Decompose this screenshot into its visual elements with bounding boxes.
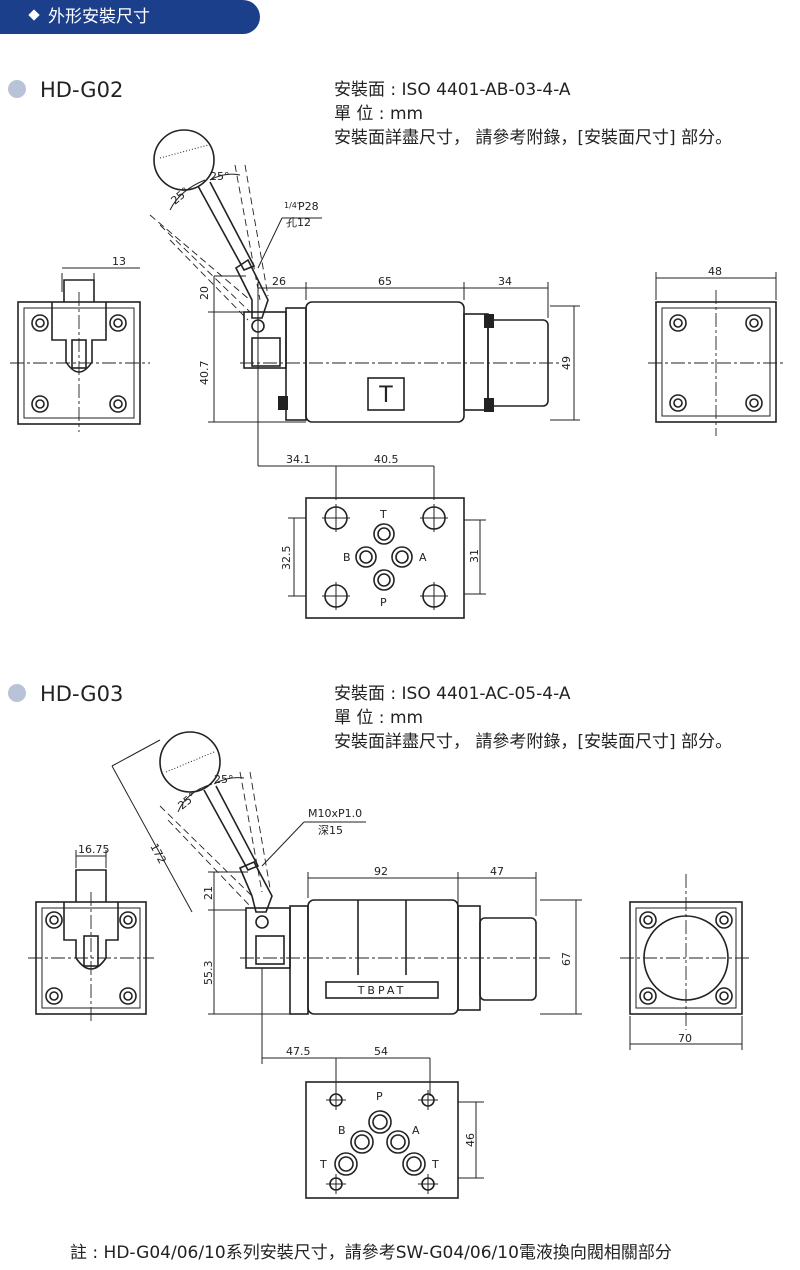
dim-34: 34 bbox=[498, 275, 512, 288]
port-note-size-g02: P28 bbox=[298, 200, 319, 213]
dim-55-3: 55.3 bbox=[202, 961, 215, 986]
dim-47-5: 47.5 bbox=[286, 1045, 311, 1058]
bullet-dot-icon bbox=[8, 80, 26, 98]
dim-31: 31 bbox=[468, 549, 481, 563]
dim-67: 67 bbox=[560, 952, 573, 966]
port-p-g03: P bbox=[376, 1090, 383, 1103]
g03-mounting-face: P B A T T 46 bbox=[305, 1081, 484, 1199]
port-note-depth-g02: 孔12 bbox=[286, 216, 311, 229]
port-note-size-g03: M10xP1.0 bbox=[308, 807, 362, 820]
g03-right-end-view: 70 bbox=[620, 874, 752, 1050]
dim-47: 47 bbox=[490, 865, 504, 878]
dim-48: 48 bbox=[708, 265, 722, 278]
spec-line-mounting: 安裝面 : ISO 4401-AC-05-4-A bbox=[334, 684, 571, 704]
port-note-fraction-g02: 1/4" bbox=[284, 201, 301, 210]
dim-40-5: 40.5 bbox=[374, 453, 399, 466]
g03-lever-handle: 25° 25° 172 M10xP1.0 深15 bbox=[111, 731, 366, 913]
port-t-g02: T bbox=[379, 508, 387, 521]
dim-46: 46 bbox=[464, 1133, 477, 1147]
diamond-icon bbox=[28, 9, 40, 21]
dim-20: 20 bbox=[198, 286, 211, 300]
dim-70: 70 bbox=[678, 1032, 692, 1045]
dim-49: 49 bbox=[560, 356, 573, 370]
dim-16-75: 16.75 bbox=[78, 843, 110, 856]
dim-92: 92 bbox=[374, 865, 388, 878]
port-t1-g03: T bbox=[319, 1158, 327, 1171]
model-name-g02: HD-G02 bbox=[40, 78, 124, 102]
port-a-g03: A bbox=[412, 1124, 420, 1137]
dim-32-5: 32.5 bbox=[280, 546, 293, 571]
port-b-g02: B bbox=[343, 551, 351, 564]
g03-front-view: TBPAT 92 47 21 55.3 67 47.5 54 bbox=[202, 865, 582, 1096]
dim-65: 65 bbox=[378, 275, 392, 288]
spec-info-g03: 安裝面 : ISO 4401-AC-05-4-A 單 位 : mm 安裝面詳盡尺… bbox=[334, 682, 732, 754]
dim-21: 21 bbox=[202, 886, 215, 900]
nameplate-g02: T bbox=[378, 383, 393, 408]
section-title: 外形安裝尺寸 bbox=[48, 7, 150, 27]
angle-b-g02: 25° bbox=[210, 170, 230, 183]
spec-line-mounting: 安裝面 : ISO 4401-AB-03-4-A bbox=[334, 80, 571, 100]
dim-40-7: 40.7 bbox=[198, 361, 211, 386]
g02-lever-handle: 25° 25° 1/4" P28 孔12 bbox=[149, 129, 322, 321]
bullet-dot-icon bbox=[8, 684, 26, 702]
drawing-g03: 16.75 25° 25° 172 M10xP1.0 深15 TBPAT bbox=[28, 731, 752, 1199]
port-b-g03: B bbox=[338, 1124, 346, 1137]
dim-34-1: 34.1 bbox=[286, 453, 311, 466]
port-t2-g03: T bbox=[431, 1158, 439, 1171]
g02-front-view: T 26 65 34 20 40.7 49 34.1 40.5 bbox=[198, 275, 580, 500]
port-p-g02: P bbox=[380, 596, 387, 609]
dim-26: 26 bbox=[272, 275, 286, 288]
drawing-g02: 13 25° 25° 1/4" P28 孔12 T bbox=[10, 129, 786, 619]
port-note-depth-g03: 深15 bbox=[318, 824, 343, 837]
model-heading-g02: HD-G02 bbox=[8, 78, 123, 102]
g02-mounting-face: T B A P 32.5 31 bbox=[280, 497, 486, 619]
spec-line-appendix: 安裝面詳盡尺寸， 請參考附錄，[安裝面尺寸] 部分。 bbox=[334, 128, 733, 148]
footnote: 註 : HD-G04/06/10系列安裝尺寸，請參考SW-G04/06/10電液… bbox=[70, 1243, 672, 1263]
g02-left-end-view: 13 bbox=[10, 255, 150, 432]
spec-line-appendix: 安裝面詳盡尺寸， 請參考附錄，[安裝面尺寸] 部分。 bbox=[334, 732, 733, 752]
model-name-g03: HD-G03 bbox=[40, 682, 124, 706]
spec-info-g02: 安裝面 : ISO 4401-AB-03-4-A 單 位 : mm 安裝面詳盡尺… bbox=[334, 78, 732, 150]
dim-13: 13 bbox=[112, 255, 126, 268]
spec-line-unit: 單 位 : mm bbox=[334, 708, 424, 728]
port-a-g02: A bbox=[419, 551, 427, 564]
dim-54: 54 bbox=[374, 1045, 388, 1058]
model-heading-g03: HD-G03 bbox=[8, 682, 123, 706]
spec-line-unit: 單 位 : mm bbox=[334, 104, 424, 124]
section-title-banner: 外形安裝尺寸 bbox=[0, 0, 260, 34]
dim-172: 172 bbox=[147, 841, 168, 866]
angle-b-g03: 25° bbox=[214, 773, 234, 786]
nameplate-g03: TBPAT bbox=[357, 984, 407, 997]
g03-left-end-view: 16.75 bbox=[28, 843, 154, 1022]
g02-right-end-view: 48 bbox=[648, 265, 786, 436]
